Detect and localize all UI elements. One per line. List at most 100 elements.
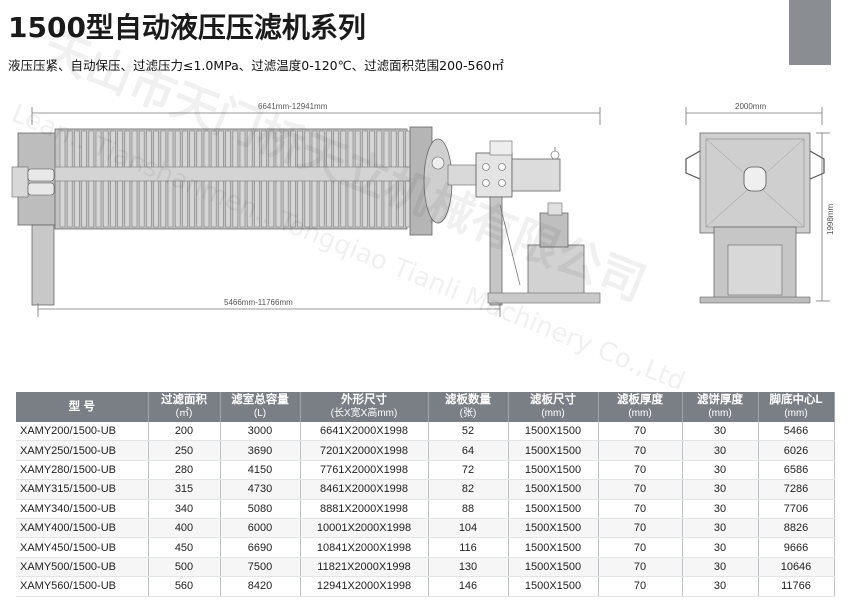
table-cell: 1500X1500	[508, 576, 599, 597]
table-cell: 4150	[220, 460, 301, 481]
table-cell: 52	[428, 422, 509, 442]
table-cell: 11821X2000X1998	[300, 557, 429, 578]
height-label: 1998mm	[826, 204, 835, 235]
logo-block	[789, 0, 831, 65]
table-cell: 1500X1500	[508, 479, 599, 500]
table-cell: 3000	[220, 422, 301, 442]
table-cell: XAMY560/1500-UB	[16, 576, 149, 597]
filter-press-drawings: 6641mm-12941mm	[11, 102, 835, 317]
column-header-label: 脚底中心L	[769, 394, 823, 406]
table-cell: 88	[428, 499, 509, 519]
table-header-row: 型 号过滤面积(㎡)滤室总容量(L)外形尺寸(长X宽X高mm)滤板数量(张)滤板…	[16, 392, 835, 422]
table-cell: 6690	[220, 537, 301, 558]
column-header-label: 滤室总容量	[231, 394, 289, 406]
table-cell: 11766	[758, 576, 835, 597]
column-header: 滤饼厚度 (mm)	[682, 392, 759, 422]
table-cell: 70	[598, 576, 683, 597]
table-cell: 70	[598, 537, 683, 558]
table-cell: 30	[682, 499, 759, 519]
table-cell: 130	[428, 557, 509, 578]
table-cell: XAMY340/1500-UB	[16, 499, 149, 519]
width-label: 2000mm	[735, 102, 766, 111]
table-cell: 30	[682, 422, 759, 442]
table-cell: 8461X2000X1998	[300, 479, 429, 500]
column-header-label: 型 号	[68, 400, 95, 413]
table-cell: 30	[682, 518, 759, 539]
column-header-label: 滤板数量	[445, 394, 491, 406]
overall-length-dimension: 6641mm-12941mm	[31, 102, 601, 125]
side-view	[11, 126, 601, 306]
table-cell: XAMY315/1500-UB	[16, 479, 149, 500]
column-header-unit: (mm)	[708, 408, 732, 419]
table-cell: 1500X1500	[508, 557, 599, 578]
column-header-label: 过滤面积	[161, 394, 207, 406]
table-cell: 30	[682, 460, 759, 481]
spec-subtitle: 液压压紧、自动保压、过滤压力≤1.0MPa、过滤温度0-120℃、过滤面积范围2…	[8, 58, 504, 73]
table-cell: 340	[148, 499, 221, 519]
table-cell: 500	[148, 557, 221, 578]
table-cell: 3690	[220, 440, 301, 461]
table-cell: 1500X1500	[508, 460, 599, 481]
table-cell: 70	[598, 518, 683, 539]
base-length-dimension: 5466mm-11766mm	[37, 298, 501, 317]
column-header-unit: (mm)	[541, 408, 565, 419]
table-cell: 315	[148, 479, 221, 500]
table-cell: 70	[598, 422, 683, 442]
table-cell: 70	[598, 557, 683, 578]
table-cell: 6026	[758, 440, 835, 461]
column-header: 滤板尺寸(mm)	[508, 392, 599, 422]
table-cell: 6000	[220, 518, 301, 539]
column-header: 过滤面积(㎡)	[148, 392, 221, 422]
table-cell: 82	[428, 479, 509, 500]
table-cell: 1500X1500	[508, 422, 599, 442]
table-cell: XAMY200/1500-UB	[16, 422, 149, 442]
table-cell: 12941X2000X1998	[300, 576, 429, 597]
table-cell: 7286	[758, 479, 835, 500]
table-cell: 30	[682, 576, 759, 597]
table-cell: 280	[148, 460, 221, 481]
table-cell: 250	[148, 440, 221, 461]
column-header: 外形尺寸(长X宽X高mm)	[300, 392, 429, 422]
column-header-label: 滤饼厚度	[697, 394, 743, 406]
table-cell: 116	[428, 537, 509, 558]
column-header-unit: (mm)	[628, 408, 652, 419]
table-cell: 70	[598, 460, 683, 481]
table-cell: 7706	[758, 499, 835, 519]
table-cell: 5466	[758, 422, 835, 442]
table-cell: XAMY280/1500-UB	[16, 460, 149, 481]
table-cell: 7500	[220, 557, 301, 578]
table-cell: 72	[428, 460, 509, 481]
table-cell: XAMY400/1500-UB	[16, 518, 149, 539]
table-cell: 9666	[758, 537, 835, 558]
table-cell: 6641X2000X1998	[300, 422, 429, 442]
table-cell: 64	[428, 440, 509, 461]
table-cell: 10001X2000X1998	[300, 518, 429, 539]
table-cell: 7761X2000X1998	[300, 460, 429, 481]
column-header-label: 滤板厚度	[617, 394, 663, 406]
table-cell: 8420	[220, 576, 301, 597]
overall-length-label: 6641mm-12941mm	[258, 102, 328, 111]
table-cell: 400	[148, 518, 221, 539]
table-cell: 146	[428, 576, 509, 597]
column-header: 滤板数量(张)	[428, 392, 509, 422]
table-cell: 70	[598, 499, 683, 519]
table-cell: XAMY450/1500-UB	[16, 537, 149, 558]
column-header: 脚底中心L(mm)	[758, 392, 835, 422]
table-cell: 30	[682, 537, 759, 558]
column-header-unit: (长X宽X高mm)	[330, 408, 398, 419]
table-cell: 104	[428, 518, 509, 539]
table-cell: 8826	[758, 518, 835, 539]
base-length-label: 5466mm-11766mm	[224, 298, 293, 307]
column-header: 型 号	[16, 392, 149, 422]
table-cell: 7201X2000X1998	[300, 440, 429, 461]
column-header: 滤室总容量(L)	[220, 392, 301, 422]
table-cell: XAMY500/1500-UB	[16, 557, 149, 578]
